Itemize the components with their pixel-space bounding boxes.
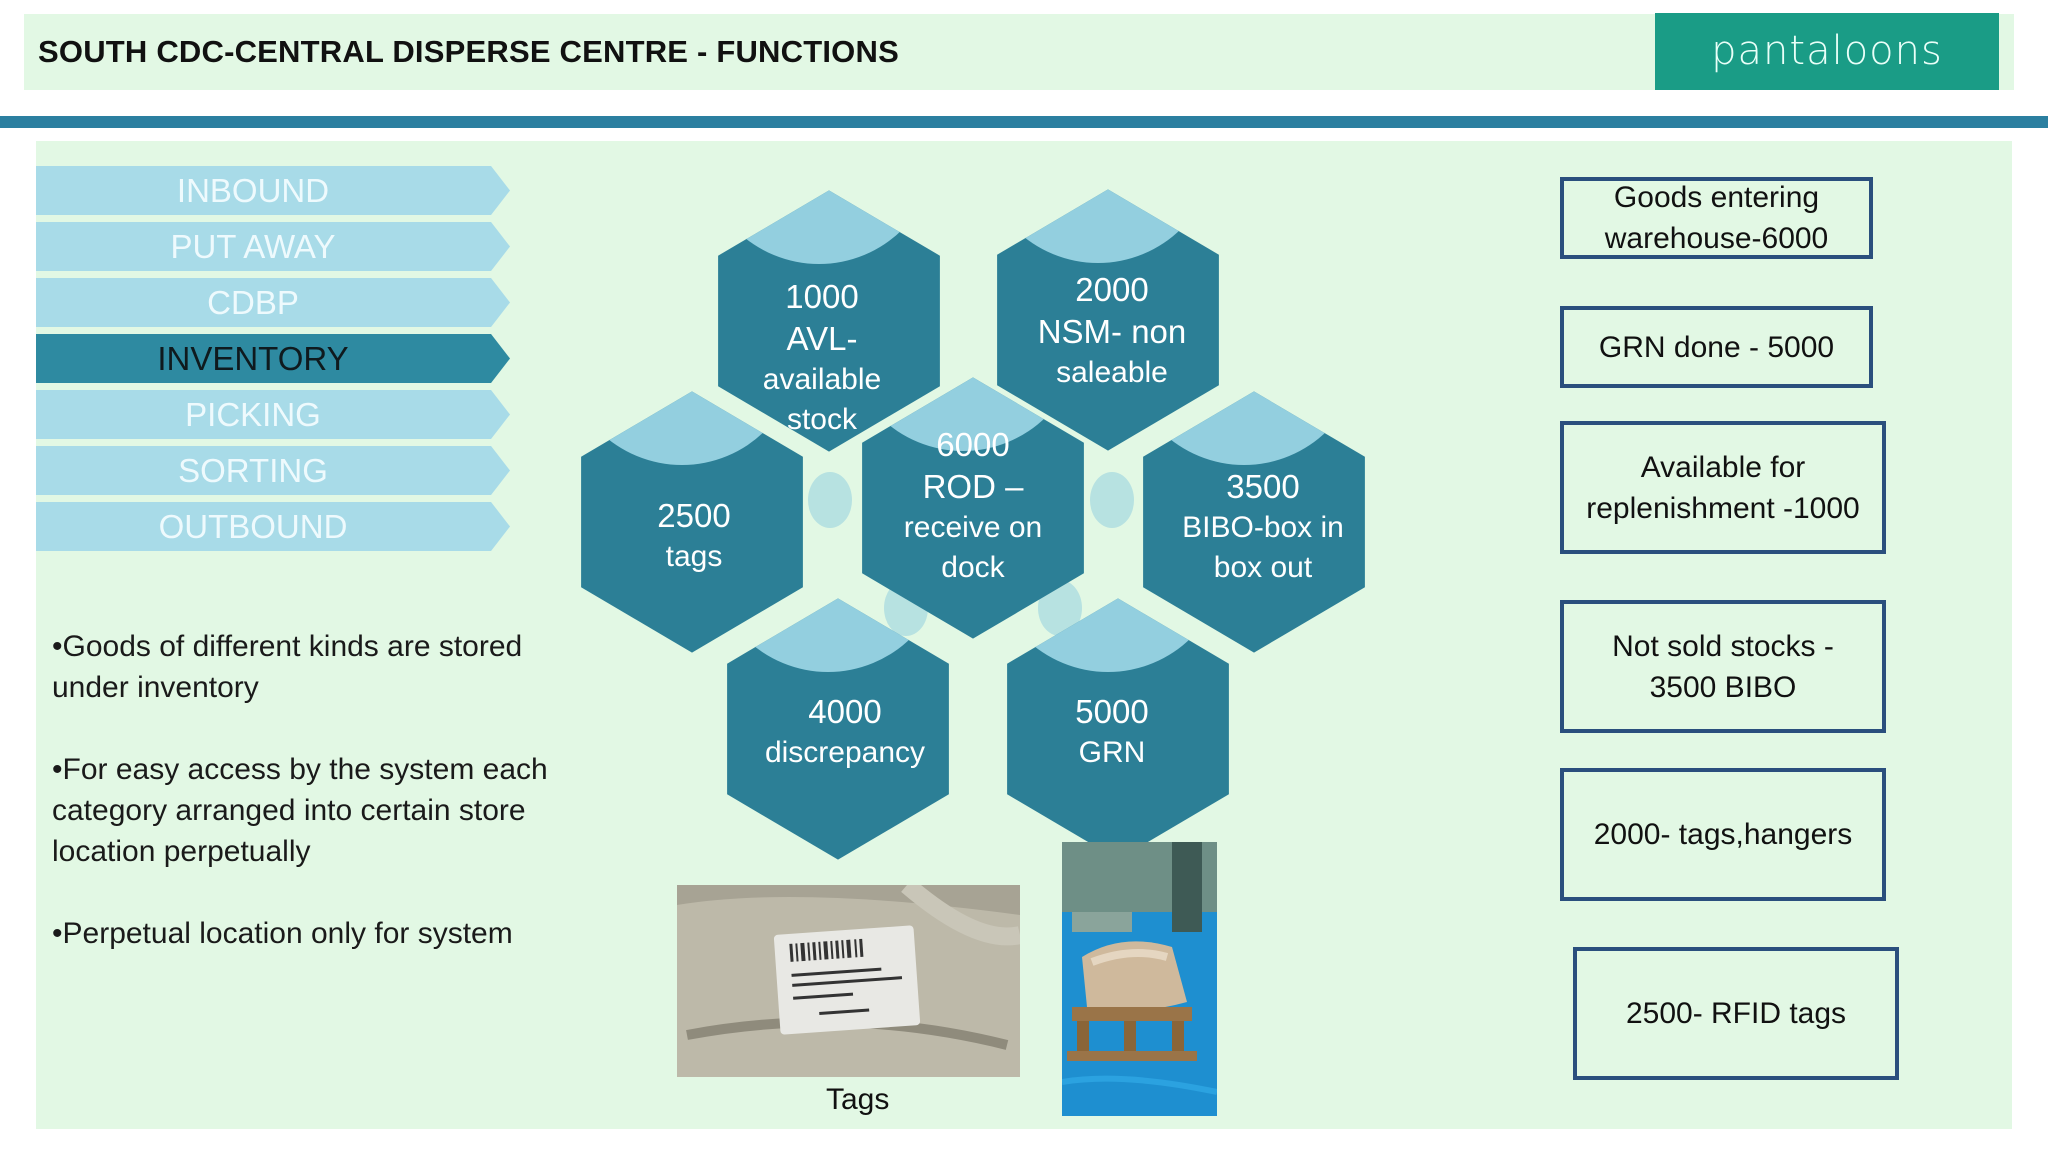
hex-line: tags — [665, 540, 723, 573]
box-line: Goods entering — [1613, 181, 1820, 214]
tags-photo — [677, 885, 1020, 1077]
hex-nsm-cap — [997, 189, 1216, 263]
hex-bibo-shape — [1143, 391, 1365, 653]
step-label: PUT AWAY — [170, 227, 336, 265]
box-line: replenishment -1000 — [1586, 491, 1860, 525]
step-cdbp[interactable]: CDBP — [36, 278, 510, 327]
hex-line: ROD – — [922, 468, 1024, 505]
box-line: Not sold stocks - — [1612, 629, 1834, 663]
step-sorting[interactable]: SORTING — [36, 446, 510, 495]
hex-line: NSM- non — [1037, 313, 1187, 350]
box-line: 2500- RFID tags — [1625, 997, 1847, 1030]
page-title: SOUTH CDC-CENTRAL DISPERSE CENTRE - FUNC… — [38, 34, 899, 69]
hex-line: GRN — [1078, 736, 1146, 769]
hex-discrepancy-label: 4000 discrepancy — [765, 691, 925, 773]
hex-avl-cap — [718, 190, 937, 264]
hex-number: 2000 — [1075, 271, 1149, 308]
pallet-photo — [1062, 842, 1217, 1116]
brand-logo: pantaloons — [1655, 13, 1999, 90]
step-put-away[interactable]: PUT AWAY — [36, 222, 510, 271]
hex-discrepancy-shape — [727, 598, 949, 860]
bullet-line: category arranged into certain store — [52, 794, 526, 827]
step-inventory[interactable]: INVENTORY — [36, 334, 510, 383]
honeycomb-gap-accent — [1090, 472, 1134, 528]
hex-line: BIBO-box in — [1182, 511, 1344, 544]
hex-avl-shape — [718, 190, 940, 452]
step-label: INBOUND — [176, 171, 330, 209]
hex-avl-label: 1000 AVL- available stock — [763, 276, 881, 440]
box-line: GRN done - 5000 — [1598, 330, 1835, 364]
box-line: 2000- tags,hangers — [1593, 818, 1853, 851]
summary-box-rfid-tags: 2500- RFID tags — [1573, 947, 1899, 1080]
bullet-line: •For easy access by the system each — [52, 753, 548, 786]
photo-caption: Tags — [826, 1083, 890, 1116]
step-label: SORTING — [178, 451, 328, 489]
summary-box-tags-hangers: 2000- tags,hangers — [1560, 768, 1886, 901]
box-line: 3500 BIBO — [1649, 670, 1797, 704]
box-line: Available for — [1640, 450, 1806, 484]
hex-tags-label: 2500 tags — [657, 495, 730, 577]
summary-box-goods-entering: Goods entering warehouse-6000 — [1560, 177, 1873, 259]
bullet-line: •Goods of different kinds are stored — [52, 630, 523, 663]
hex-rod-label: 6000 ROD – receive on dock — [904, 424, 1042, 588]
step-outbound[interactable]: OUTBOUND — [36, 502, 510, 551]
hex-line: discrepancy — [764, 736, 926, 769]
hex-nsm-shape — [997, 189, 1219, 451]
summary-box-not-sold: Not sold stocks - 3500 BIBO — [1560, 600, 1886, 733]
hex-line: receive on — [903, 511, 1043, 544]
step-label: INVENTORY — [157, 339, 349, 377]
hex-line: AVL- — [786, 320, 858, 357]
bullet-point: •For easy access by the system each cate… — [52, 749, 612, 872]
hex-line: dock — [941, 551, 1005, 584]
hex-number: 2500 — [657, 497, 731, 534]
summary-box-replenishment: Available for replenishment -1000 — [1560, 421, 1886, 554]
step-label: OUTBOUND — [158, 507, 348, 545]
step-label: PICKING — [185, 395, 321, 433]
bullet-point: •Goods of different kinds are stored und… — [52, 626, 612, 708]
hex-nsm-label: 2000 NSM- non saleable — [1038, 269, 1187, 393]
bullet-line: location perpetually — [52, 835, 311, 868]
hex-grn-shape — [1007, 598, 1229, 860]
step-label: CDBP — [207, 283, 299, 321]
header-divider — [0, 116, 2048, 128]
bullet-line: under inventory — [52, 671, 259, 704]
hex-number: 5000 — [1075, 693, 1149, 730]
bullet-point: •Perpetual location only for system — [52, 913, 612, 954]
summary-box-grn-done: GRN done - 5000 — [1560, 306, 1873, 388]
hex-line: saleable — [1056, 356, 1168, 389]
hex-rod-shape — [862, 377, 1084, 639]
bullet-line: •Perpetual location only for system — [52, 917, 513, 950]
hex-number: 1000 — [785, 278, 859, 315]
tags-photo-image — [677, 885, 1020, 1077]
honeycomb-gap-accent — [1038, 580, 1082, 636]
hex-line: available — [762, 363, 882, 396]
hex-number: 3500 — [1226, 468, 1300, 505]
box-line: warehouse-6000 — [1604, 222, 1829, 255]
hex-line: box out — [1213, 551, 1313, 584]
hex-bibo-label: 3500 BIBO-box in box out — [1182, 466, 1344, 588]
hex-tags-shape — [581, 391, 803, 653]
hex-number: 6000 — [936, 426, 1010, 463]
step-inbound[interactable]: INBOUND — [36, 166, 510, 215]
pallet-photo-image — [1062, 842, 1217, 1116]
hex-grn-label: 5000 GRN — [1075, 691, 1148, 773]
step-picking[interactable]: PICKING — [36, 390, 510, 439]
honeycomb-gap-accent — [808, 472, 852, 528]
hex-line: stock — [786, 403, 858, 436]
hex-number: 4000 — [808, 693, 882, 730]
